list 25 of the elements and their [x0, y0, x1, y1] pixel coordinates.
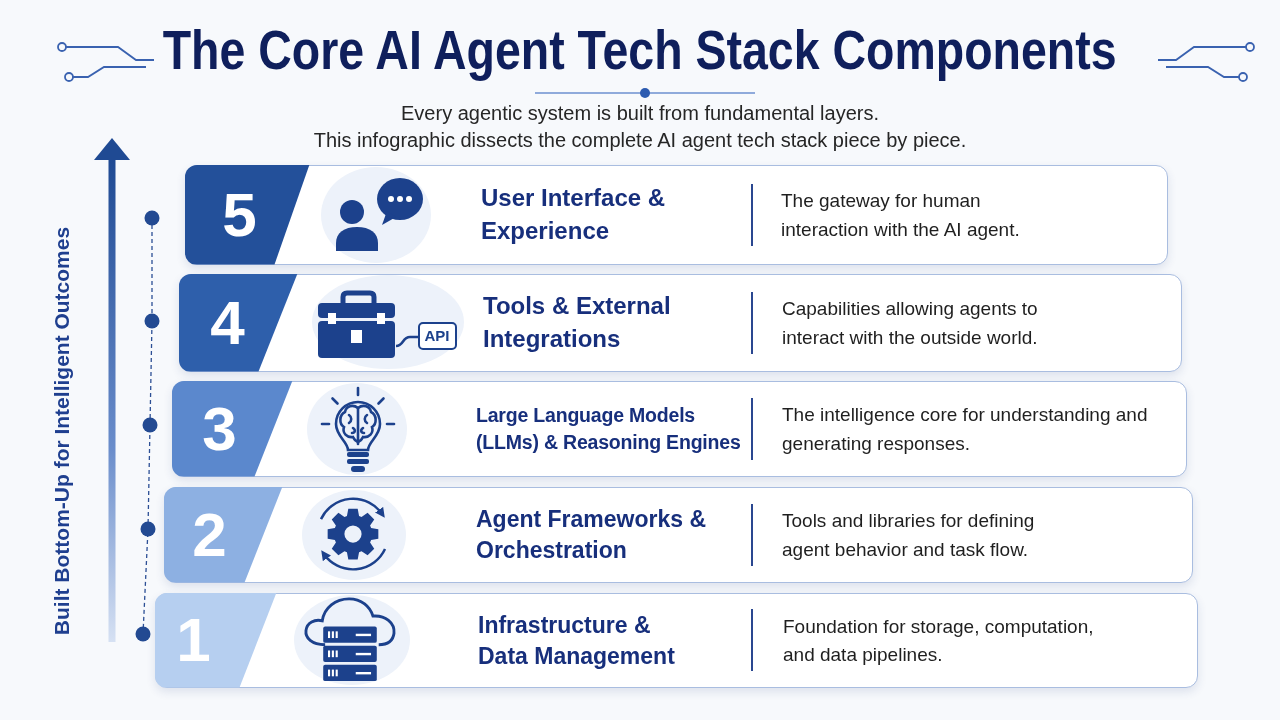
layer-number: 1 [176, 609, 211, 671]
layer-title: Tools & External Integrations [483, 291, 672, 354]
layer-card [179, 274, 1182, 372]
layer-number: 2 [192, 503, 227, 566]
layer-description: Tools and libraries for defining agent behavior and task flow. [782, 508, 1036, 562]
layer-card [185, 165, 1168, 265]
layer-card [172, 381, 1187, 477]
subtitle: This infographic dissects the complete AI agent tech stack piece by piece. [313, 129, 967, 151]
layer-number: 4 [210, 291, 245, 354]
layer-card [164, 487, 1193, 583]
layer-description: The gateway for human interaction with the AI agent. [781, 188, 1021, 242]
layer-number: 5 [222, 183, 257, 246]
layer-title: User Interface & Experience [481, 183, 667, 246]
axis-label: Built Bottom-Up for Intelligent Outcomes [50, 226, 73, 636]
api-tag: API [417, 321, 457, 350]
layer-description: Foundation for storage, computation, and data pipelines. [783, 614, 1095, 667]
layer-title: Infrastructure & Data Management [478, 610, 676, 671]
layer-number: 3 [202, 397, 237, 460]
layer-title: Large Language Models (LLMs) & Reasoning Engines [476, 403, 742, 455]
layer-description: The intelligence core for understanding and generating responses. [782, 402, 1149, 456]
title: The Core AI Agent Tech Stack Components [163, 18, 1117, 82]
subtitle: Every agentic system is built from fundamental layers. [401, 102, 879, 124]
layer-title: Agent Frameworks & Orchestration [476, 504, 708, 565]
layer-card [155, 593, 1198, 688]
layer-description: Capabilities allowing agents to interact with the outside world. [782, 296, 1039, 349]
